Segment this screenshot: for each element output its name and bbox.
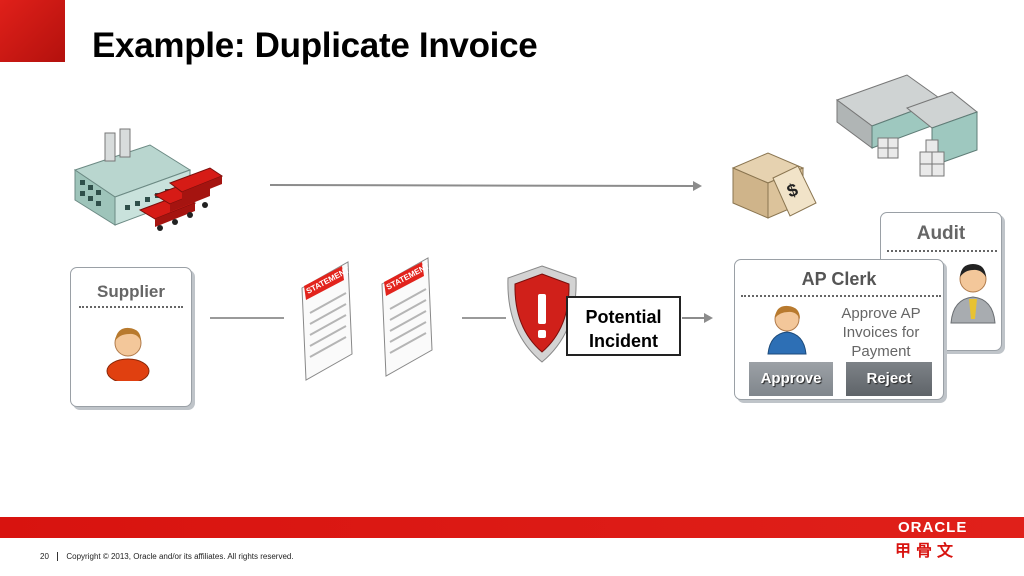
approve-button[interactable]: Approve bbox=[749, 362, 833, 396]
ap-clerk-title: AP Clerk bbox=[801, 269, 877, 289]
page-number: 20 bbox=[40, 552, 49, 561]
ap-clerk-avatar-icon bbox=[767, 305, 807, 355]
reject-button[interactable]: Reject bbox=[846, 362, 932, 396]
factory-icon bbox=[73, 128, 224, 231]
footer-separator bbox=[57, 552, 59, 562]
auditor-avatar-icon bbox=[950, 264, 996, 324]
description-line: Approve AP bbox=[841, 305, 921, 322]
statement-document-2: STATEMENT bbox=[381, 257, 433, 377]
supplier-avatar-icon bbox=[106, 327, 150, 381]
corner-accent bbox=[0, 0, 65, 62]
oracle-logo: ORACLE bbox=[898, 519, 968, 536]
description-line: Invoices for bbox=[842, 324, 920, 341]
oracle-cn-logo: 甲骨文 bbox=[895, 543, 959, 560]
statement-document-1: STATEMENT bbox=[301, 261, 353, 381]
connector-line-1 bbox=[210, 317, 284, 319]
flow-arrow-to-ap-clerk bbox=[682, 313, 713, 323]
incident-line-2: Incident bbox=[588, 331, 658, 351]
supplier-card: Supplier bbox=[70, 267, 192, 407]
footer-bar bbox=[0, 517, 1024, 538]
description-line: Payment bbox=[851, 343, 911, 360]
slide-title: Example: Duplicate Invoice bbox=[92, 26, 538, 65]
divider bbox=[887, 250, 997, 252]
supplier-title: Supplier bbox=[96, 282, 165, 301]
ap-clerk-card: AP Clerk Approve AP Invoices for Payment… bbox=[734, 259, 944, 400]
incident-line-1: Potential bbox=[585, 307, 662, 327]
potential-incident-box: Potential Incident bbox=[566, 296, 681, 356]
audit-title: Audit bbox=[916, 223, 966, 244]
footer-copyright: 20 Copyright © 2013, Oracle and/or its a… bbox=[40, 552, 294, 562]
divider bbox=[79, 306, 183, 308]
warehouse-icon bbox=[835, 74, 979, 177]
copyright-text: Copyright © 2013, Oracle and/or its affi… bbox=[66, 552, 294, 561]
flow-arrow-top bbox=[269, 181, 702, 191]
divider bbox=[741, 295, 941, 297]
ap-clerk-description: Approve AP Invoices for Payment bbox=[821, 304, 941, 361]
connector-line-2 bbox=[462, 317, 506, 319]
package-price-tag-icon: $ bbox=[731, 152, 817, 219]
warning-shield-icon bbox=[507, 265, 577, 363]
